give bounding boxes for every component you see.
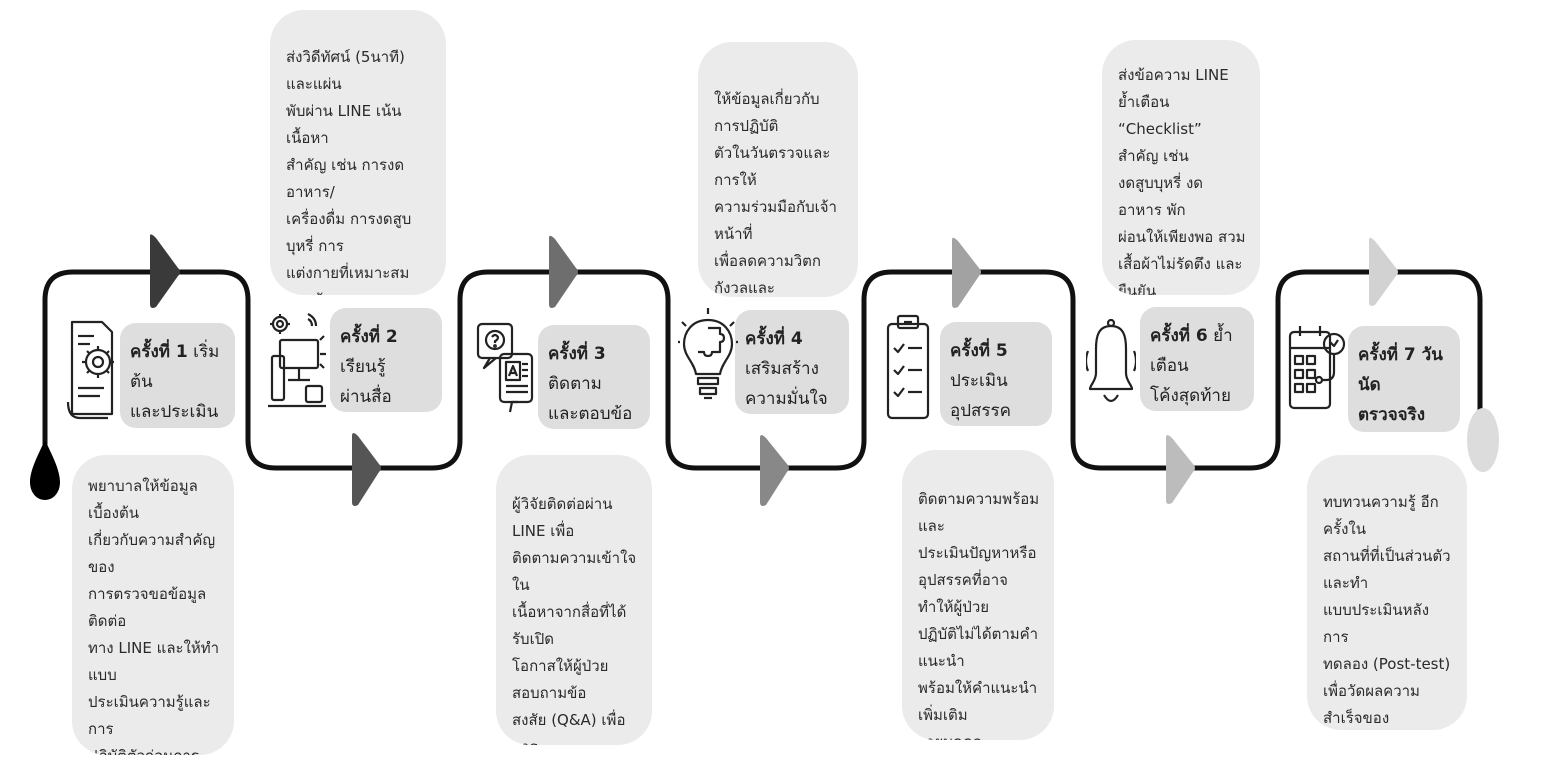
step-1-description: พยาบาลให้ข้อมูลเบื้องต้น เกี่ยวกับความสำ… — [72, 455, 234, 755]
clipboard-checklist-icon — [884, 312, 934, 422]
step-5-label: ครั้งที่ 5 ประเมิน อุปสรรค — [940, 322, 1052, 426]
computer-network-icon — [266, 306, 328, 412]
step-1-subtitle-a: เริ่มต้น — [130, 342, 220, 392]
end-marker — [1467, 408, 1499, 472]
step-4-description: ให้ข้อมูลเกี่ยวกับการปฏิบัติ ตัวในวันตรว… — [698, 42, 858, 297]
calendar-stethoscope-icon — [1286, 322, 1348, 418]
lightbulb-puzzle-icon — [678, 308, 738, 414]
step-3-description: ผู้วิจัยติดต่อผ่าน LINE เพื่อ ติดตามความ… — [496, 455, 652, 745]
arrow-1 — [150, 234, 180, 308]
step-2-subtitle-b: ผ่านสื่อดิจิทัล — [340, 387, 392, 407]
step-7-description: ทบทวนความรู้ อีกครั้งใน สถานที่ที่เป็นส่… — [1307, 455, 1467, 730]
document-gear-icon — [64, 318, 120, 422]
step-4-title: ครั้งที่ 4 — [745, 329, 803, 349]
arrow-7 — [1369, 237, 1398, 306]
step-6-label: ครั้งที่ 6 ย้ำเตือน โค้งสุดท้าย — [1140, 307, 1254, 411]
step-1-subtitle-b: และประเมิน — [130, 402, 219, 422]
step-4-subtitle-b: ความมั่นใจ — [745, 389, 828, 409]
step-6-title: ครั้งที่ 6 — [1150, 326, 1208, 346]
step-7-title: ครั้งที่ 7 วันนัด — [1358, 345, 1443, 395]
step-6-subtitle-b: โค้งสุดท้าย — [1150, 386, 1231, 406]
arrow-4 — [760, 435, 789, 506]
step-2-label: ครั้งที่ 2 เรียนรู้ ผ่านสื่อดิจิทัล — [330, 308, 442, 412]
step-3-title: ครั้งที่ 3 — [548, 344, 606, 364]
step-5-subtitle-b: อุปสรรค — [950, 401, 1012, 421]
step-7-subtitle-b: ตรวจจริง — [1358, 405, 1426, 425]
step-2-description: ส่งวิดีทัศน์ (5นาที) และแผ่น พับผ่าน LIN… — [270, 10, 446, 295]
start-marker — [30, 440, 60, 500]
step-3-subtitle-a: ติดตาม — [548, 374, 602, 394]
question-answer-icon — [474, 320, 536, 416]
step-6-subtitle-a: ย้ำเตือน — [1150, 326, 1233, 376]
arrow-5 — [952, 237, 981, 308]
step-2-title: ครั้งที่ 2 — [340, 327, 398, 347]
bell-icon — [1086, 315, 1136, 411]
step-4-subtitle-a: เสริมสร้าง — [745, 359, 819, 379]
step-6-description: ส่งข้อความ LINE ย้ำเตือน “Checklist” สำค… — [1102, 40, 1260, 295]
step-2-subtitle-a: เรียนรู้ — [340, 357, 386, 377]
arrow-2 — [352, 433, 381, 506]
arrow-6 — [1166, 435, 1195, 504]
step-7-label: ครั้งที่ 7 วันนัด ตรวจจริง — [1348, 326, 1460, 432]
step-5-title: ครั้งที่ 5 — [950, 341, 1008, 361]
step-4-label: ครั้งที่ 4 เสริมสร้าง ความมั่นใจ — [735, 310, 849, 414]
step-1-title: ครั้งที่ 1 — [130, 342, 188, 362]
step-1-label: ครั้งที่ 1 เริ่มต้น และประเมิน — [120, 323, 235, 428]
arrow-3 — [549, 235, 578, 308]
step-5-description: ติดตามความพร้อมและ ประเมินปัญหาหรือ อุปส… — [902, 450, 1054, 740]
step-5-subtitle-a: ประเมิน — [950, 371, 1008, 391]
